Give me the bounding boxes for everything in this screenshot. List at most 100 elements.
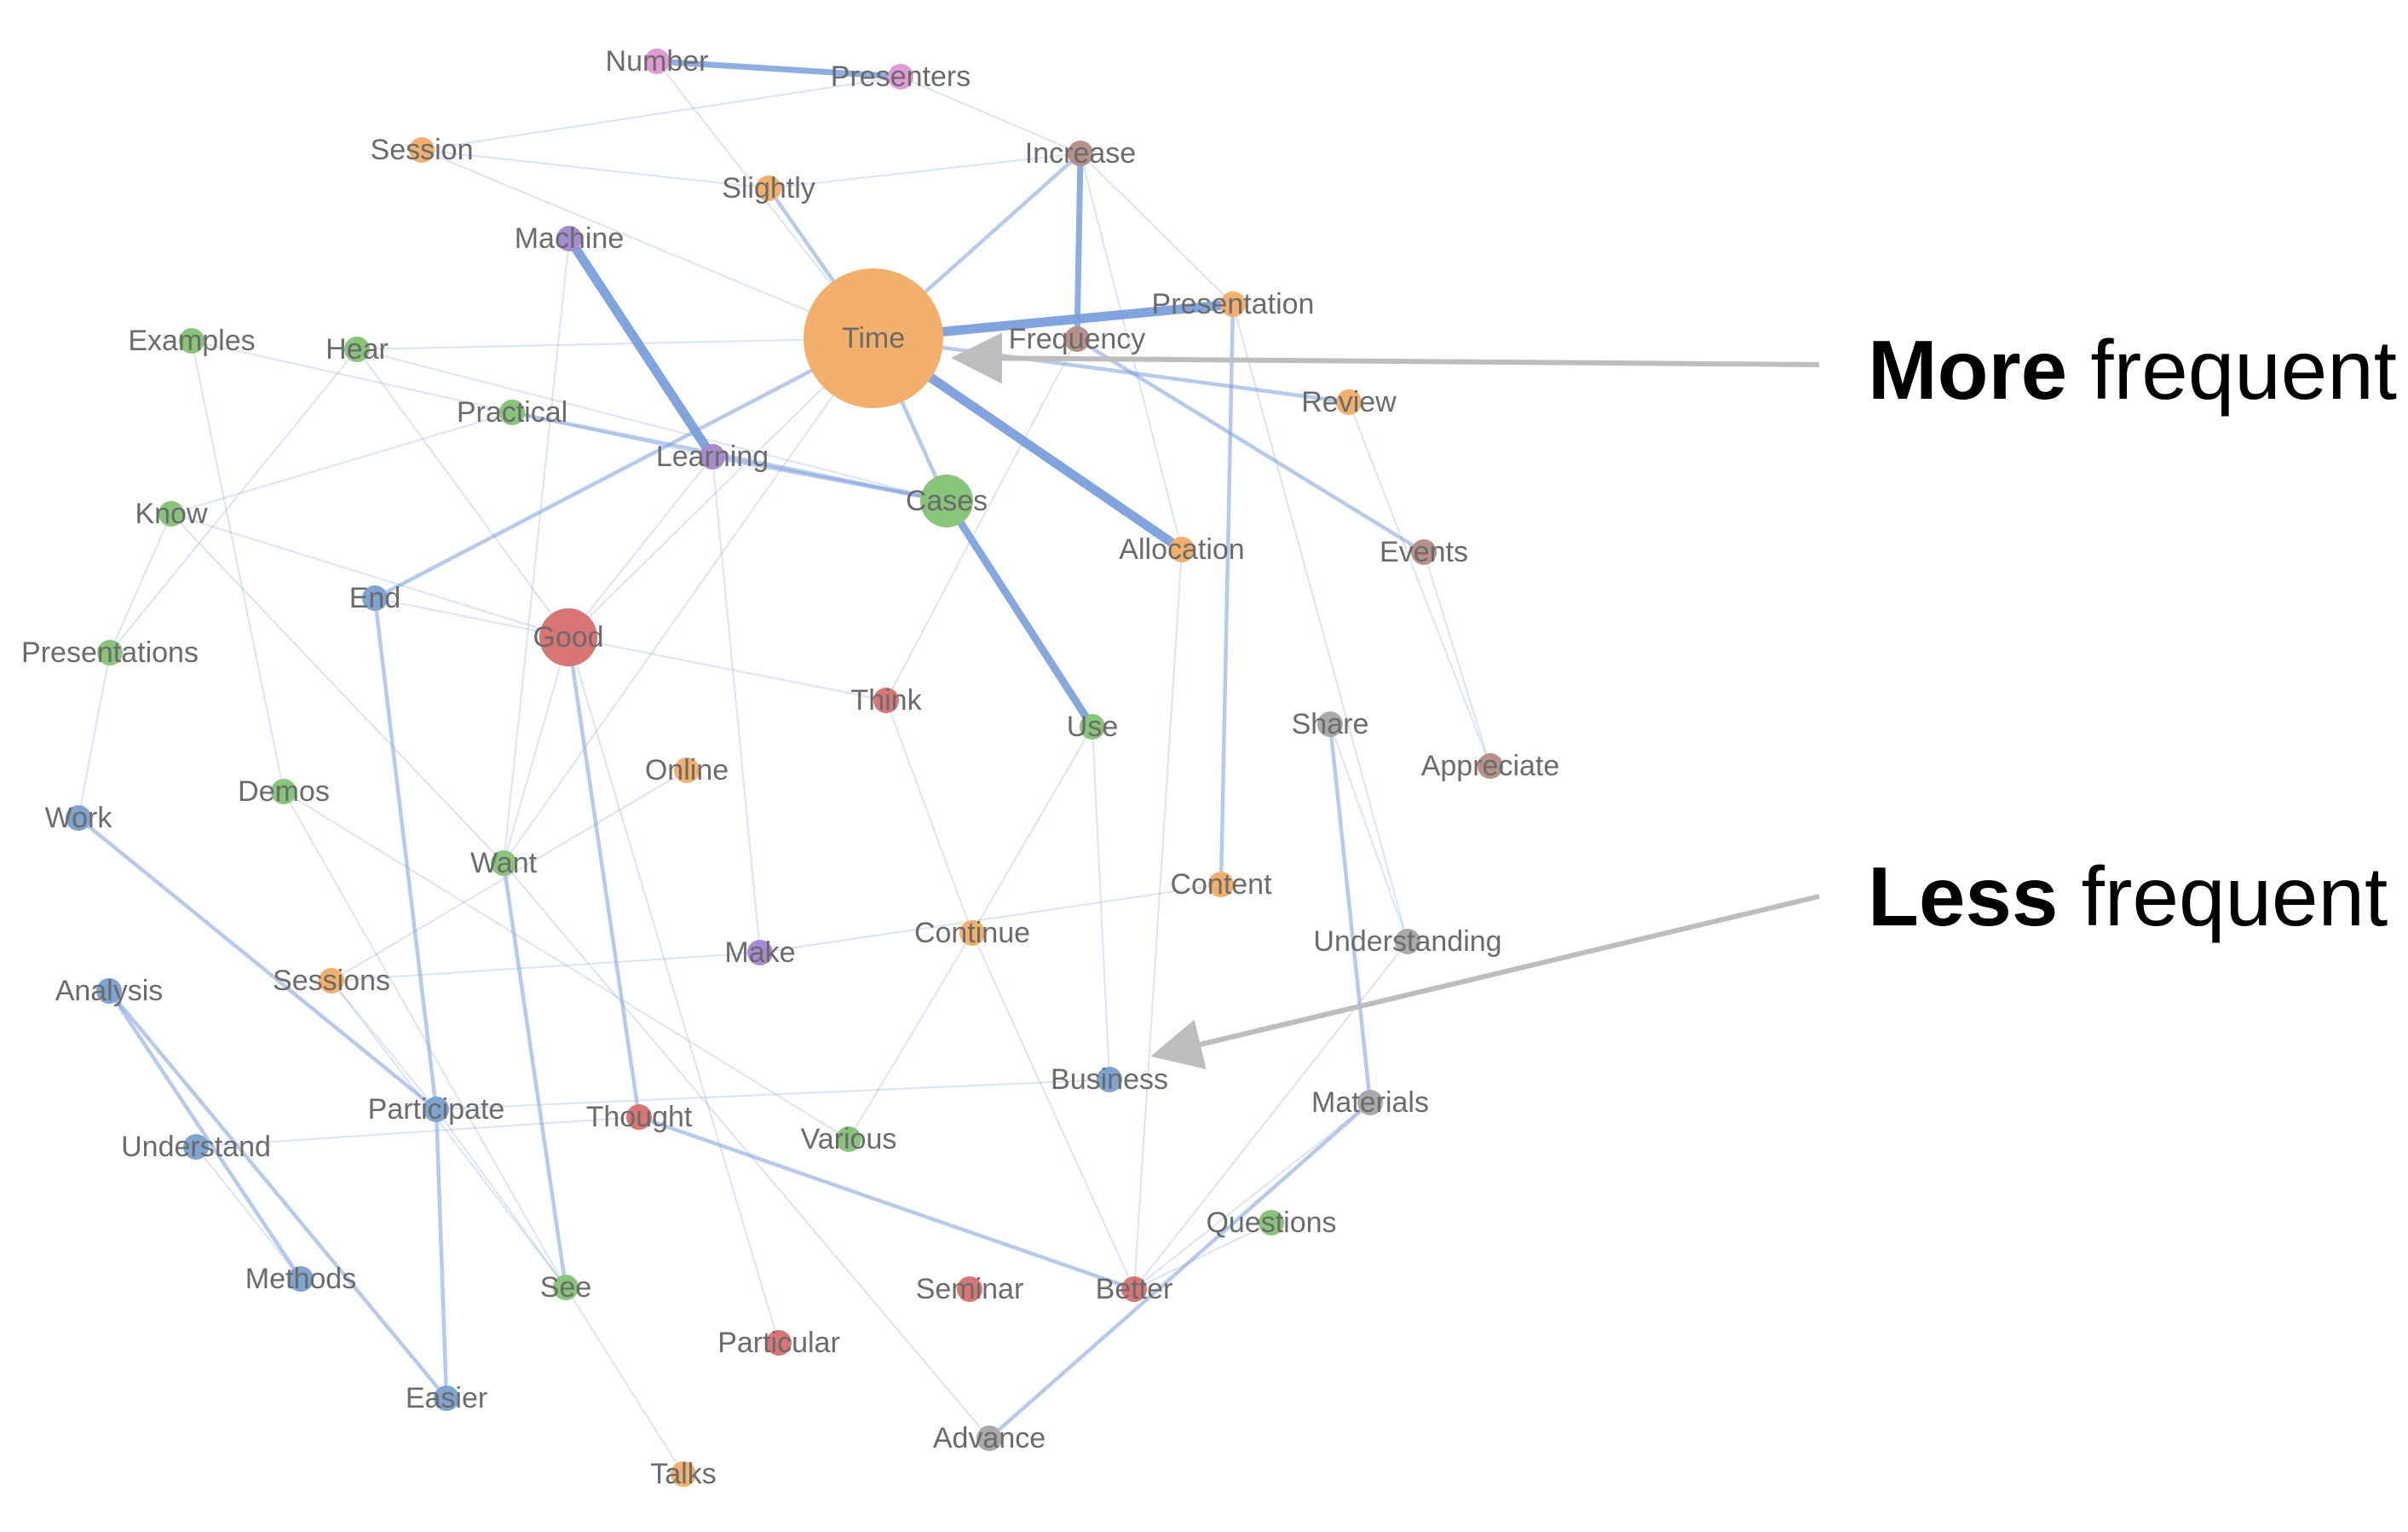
node-label-questions: Questions [1206, 1207, 1336, 1239]
node-want[interactable] [491, 850, 516, 876]
node-business[interactable] [1097, 1067, 1122, 1092]
edge-hear-presentations [109, 348, 358, 654]
node-materials[interactable] [1357, 1090, 1383, 1115]
node-label-learning: Learning [656, 441, 769, 473]
node-number[interactable] [644, 49, 670, 74]
edge-hear-good [356, 348, 569, 638]
node-think[interactable] [873, 688, 899, 713]
node-increase[interactable] [1068, 141, 1093, 166]
node-label-frequency: Frequency [1009, 323, 1146, 355]
node-demos[interactable] [271, 779, 297, 804]
node-various[interactable] [836, 1126, 861, 1152]
node-questions[interactable] [1259, 1210, 1284, 1235]
node-presentation[interactable] [1220, 291, 1246, 317]
edge-want-advance [503, 862, 990, 1439]
node-presentations[interactable] [97, 640, 123, 665]
node-seminar[interactable] [957, 1276, 982, 1302]
edge-frequency-events [1074, 337, 1426, 555]
node-events[interactable] [1411, 539, 1437, 565]
edge-business-participate [435, 1079, 1110, 1110]
node-sessions[interactable] [319, 968, 344, 993]
node-methods[interactable] [288, 1266, 314, 1292]
node-learning[interactable] [700, 444, 725, 469]
node-label-thought: Thought [586, 1101, 693, 1133]
node-label-end: End [349, 582, 401, 614]
node-cases[interactable] [920, 475, 973, 527]
node-better[interactable] [1121, 1276, 1147, 1302]
edge-materials-better [1133, 1102, 1371, 1290]
node-particular[interactable] [766, 1330, 792, 1356]
node-label-presentations: Presentations [21, 636, 199, 669]
edge-learning-good [567, 456, 713, 638]
node-understand[interactable] [183, 1134, 209, 1160]
edge-hear-cases [356, 348, 948, 502]
node-label-understanding: Understanding [1313, 925, 1501, 958]
node-label-business: Business [1051, 1063, 1168, 1096]
annotation-more-rest: frequent [2067, 323, 2397, 417]
node-time[interactable] [804, 268, 943, 408]
node-label-advance: Advance [933, 1422, 1046, 1454]
edge-continue-better [971, 932, 1135, 1290]
node-appreciate[interactable] [1478, 753, 1503, 779]
node-label-continue: Continue [914, 917, 1030, 949]
node-practical[interactable] [499, 400, 525, 425]
node-analysis[interactable] [96, 978, 122, 1004]
edge-online-sessions [331, 769, 688, 982]
edge-increase-presentation [1080, 153, 1234, 305]
node-participate[interactable] [423, 1097, 449, 1122]
annotation-more-arrow [951, 332, 1820, 384]
node-share[interactable] [1317, 711, 1343, 737]
node-frequency[interactable] [1064, 326, 1090, 352]
node-examples[interactable] [179, 328, 205, 354]
edge-presentation-content [1218, 302, 1236, 887]
edge-allocation-better [1133, 549, 1183, 1290]
edge-machine-want [503, 238, 570, 864]
node-label-time: Time [842, 322, 905, 354]
node-good[interactable] [539, 608, 597, 666]
node-end[interactable] [362, 585, 388, 611]
edge-time-good [567, 337, 874, 638]
node-talks[interactable] [671, 1461, 696, 1487]
node-make[interactable] [747, 940, 773, 965]
node-advance[interactable] [976, 1425, 1002, 1451]
node-label-seminar: Seminar [916, 1273, 1024, 1305]
node-label-examples: Examples [128, 325, 255, 357]
node-content[interactable] [1208, 872, 1234, 897]
edge-know-want [170, 513, 504, 864]
node-use[interactable] [1080, 714, 1105, 740]
node-label-presentation: Presentation [1152, 288, 1315, 320]
edge-materials-advance [987, 1100, 1373, 1441]
node-see[interactable] [553, 1275, 579, 1300]
node-review[interactable] [1336, 389, 1362, 415]
node-thought[interactable] [626, 1104, 652, 1130]
node-label-understand: Understand [121, 1131, 271, 1163]
node-label-methods: Methods [245, 1263, 356, 1295]
node-know[interactable] [158, 501, 184, 527]
edges-layer [76, 58, 1491, 1475]
node-label-share: Share [1292, 708, 1369, 740]
node-session[interactable] [409, 137, 435, 163]
node-understanding[interactable] [1395, 929, 1420, 954]
node-continue[interactable] [959, 920, 985, 946]
node-label-sessions: Sessions [273, 965, 390, 997]
node-work[interactable] [66, 805, 91, 831]
node-presenters[interactable] [888, 64, 913, 89]
node-slightly[interactable] [756, 176, 781, 201]
edge-use-business [1092, 726, 1110, 1080]
node-hear[interactable] [344, 337, 370, 362]
node-machine[interactable] [556, 226, 582, 251]
annotation-less-frequent: Less frequent [1150, 850, 2388, 1070]
node-online[interactable] [674, 757, 700, 783]
node-label-participate: Participate [368, 1093, 505, 1126]
node-allocation[interactable] [1169, 537, 1195, 562]
node-label-want: Want [470, 847, 538, 879]
edge-continue-various [848, 932, 973, 1140]
annotation-less-rest: frequent [2058, 850, 2388, 943]
edge-analysis-methods [107, 988, 303, 1281]
edge-want-good [503, 636, 569, 864]
edge-frequency-think [885, 338, 1078, 701]
node-label-number: Number [606, 45, 709, 78]
node-easier[interactable] [434, 1385, 459, 1411]
